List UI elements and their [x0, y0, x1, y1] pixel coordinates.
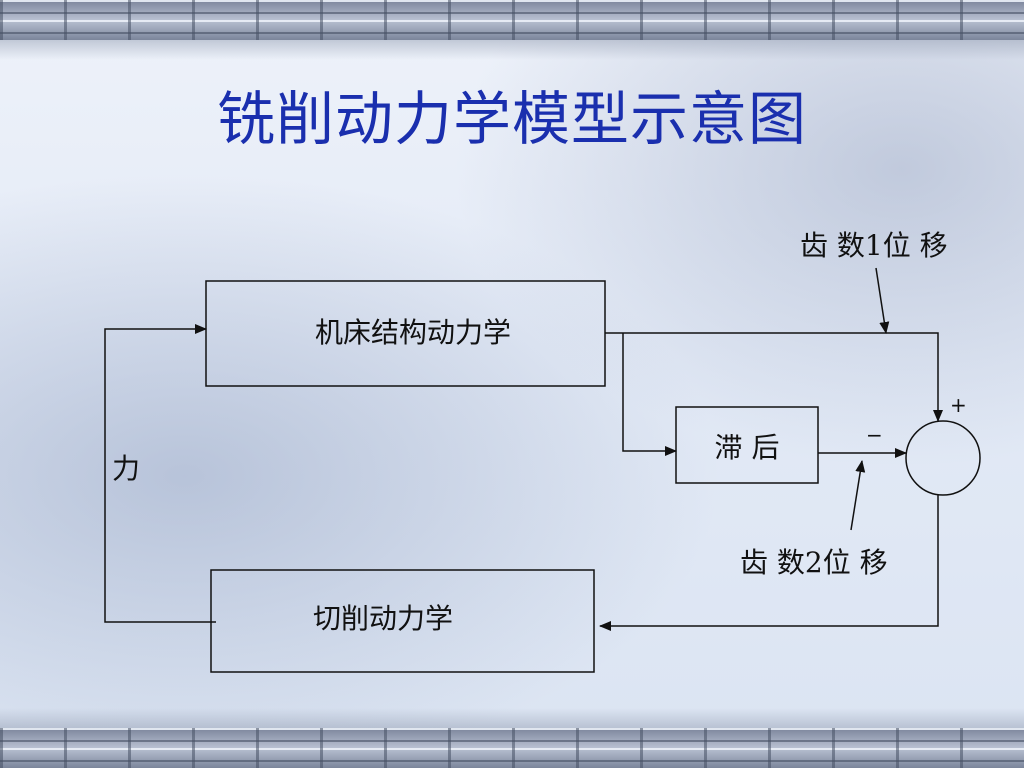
tooth1-pointer-arrow [875, 267, 890, 334]
tooth1-displacement-label: 齿 数1位 移 [800, 229, 948, 262]
bottom-band-shadow [0, 708, 1024, 728]
summing-junction [905, 420, 981, 496]
bottom-decorative-band [0, 728, 1024, 768]
branch-to-delay-line [622, 333, 677, 456]
force-feedback-line [104, 324, 216, 623]
delay-label: 滞 后 [715, 431, 780, 464]
force-label: 力 [112, 452, 140, 485]
plus-sign: + [950, 393, 967, 417]
delay-block [675, 406, 819, 484]
tooth2-displacement-label: 齿 数2位 移 [740, 546, 888, 579]
minus-sign: − [866, 423, 883, 447]
cutting-dynamics-label: 切削动力学 [313, 602, 453, 635]
tooth2-pointer-arrow [850, 460, 866, 531]
slide-title: 铣削动力学模型示意图 [216, 85, 807, 153]
cutting-dynamics-block [210, 569, 595, 673]
machine-structure-label: 机床结构动力学 [315, 316, 511, 349]
junction-feedback-line [599, 495, 939, 631]
top-decorative-band [0, 0, 1024, 40]
top-band-shadow [0, 40, 1024, 60]
structure-output-line [605, 332, 943, 422]
